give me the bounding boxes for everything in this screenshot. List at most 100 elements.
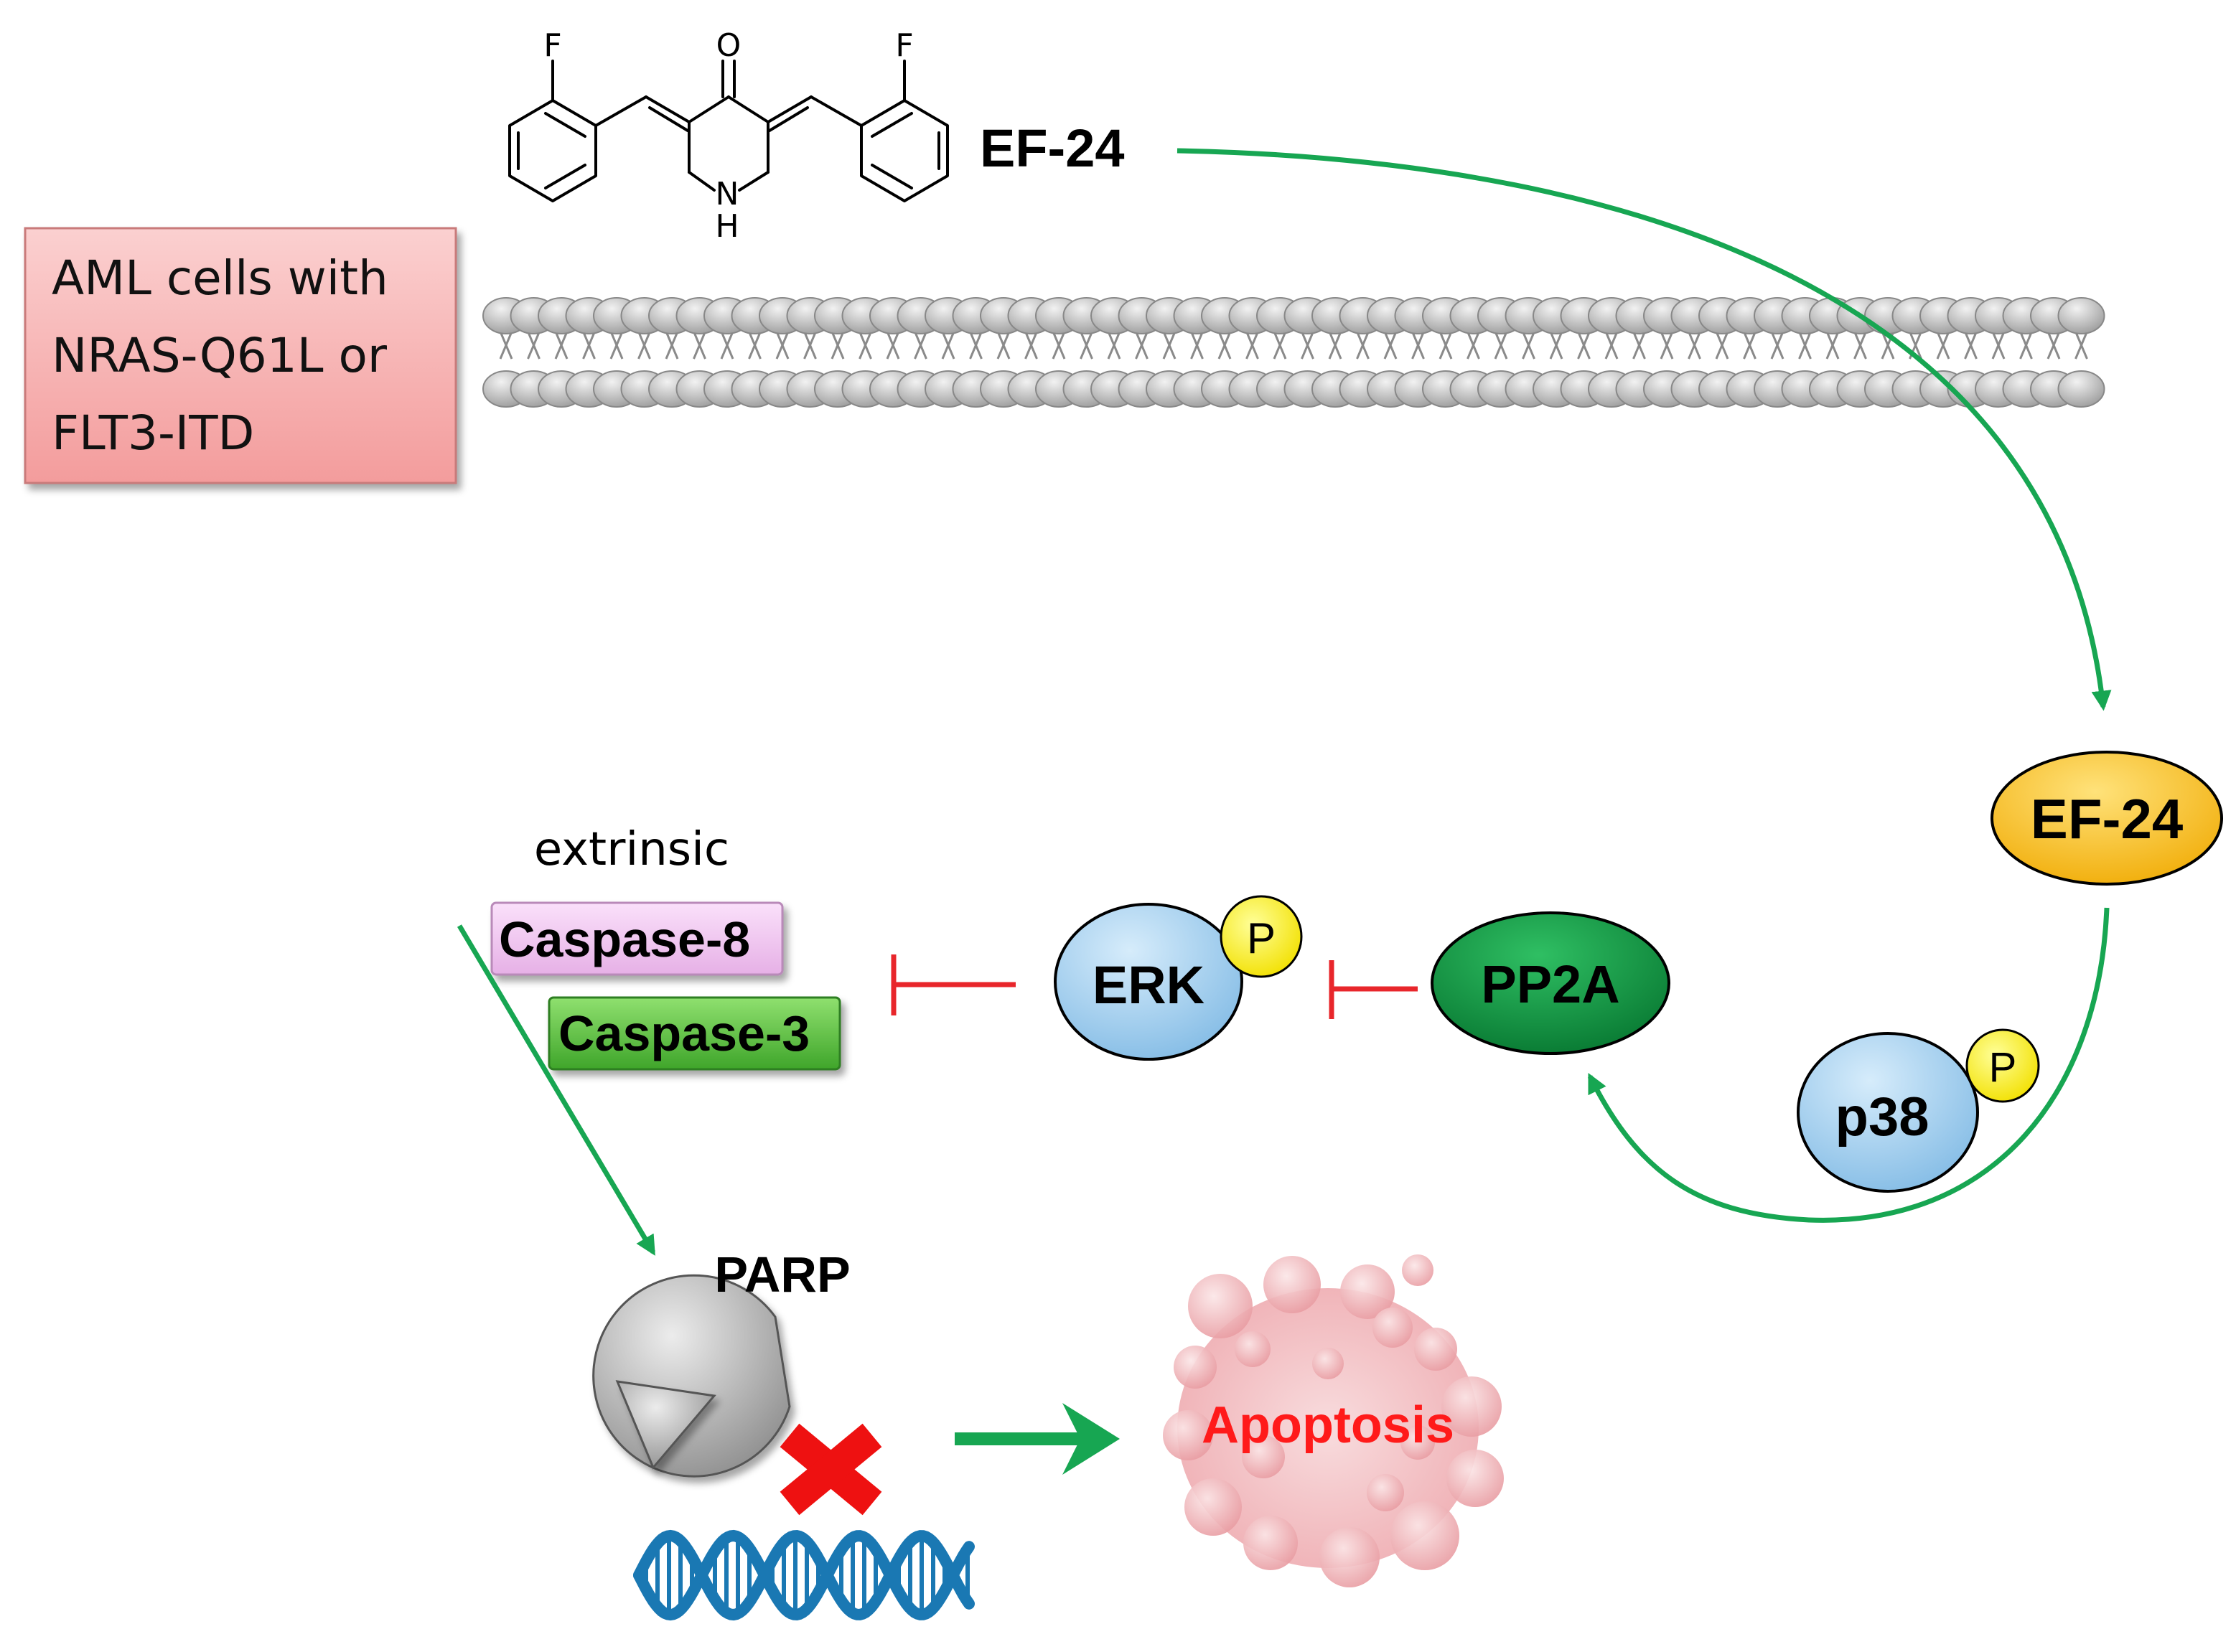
atom-fluorine-left: F [543,27,561,64]
apoptotic-bubble [1367,1474,1404,1511]
apoptotic-bubble [1263,1256,1321,1313]
apoptotic-bubble [1319,1527,1380,1587]
lipid-tail [1604,331,1619,360]
p38-node: p38 P [1797,1028,2040,1193]
lipid-tail [1549,331,1563,360]
lipid-tail [1798,331,1812,360]
lipid-tail [1301,331,1314,360]
lipid-tail [720,331,734,360]
ef24-to-pp2a-arrow [1587,907,2110,1223]
parp-to-apoptosis-arrowhead [1062,1403,1120,1475]
atom-oxygen: O [716,27,742,64]
lipid-tail [1715,331,1729,360]
lipid-tail [1080,331,1093,360]
lipid-tail [693,331,706,360]
p38-phospho-badge [1965,1028,2040,1103]
erk-node-label: ERK [1093,955,1204,1015]
aml-cell-label-box: AML cells with NRAS-Q61L or FLT3-ITD [24,227,457,484]
pp2a-inhibits-erk [1329,960,1418,1019]
caspase-3-label: Caspase-3 [558,1005,810,1061]
lipid-tail [1853,331,1867,360]
lipid-tail [748,331,762,360]
lipid-tail [831,331,845,360]
atom-nitrogen: N [716,176,739,212]
erk-phospho-label: P [1247,914,1276,962]
parp-label: PARP [714,1247,850,1303]
lipid-tail [1328,331,1342,360]
ef24-node-label: EF-24 [2031,787,2183,850]
lipid-tail [1439,331,1453,360]
cell-label-line-3: FLT3-ITD [52,405,254,461]
p38-phospho-label: P [1989,1044,2017,1091]
lipid-tail [1825,331,1840,360]
ef24-node: EF-24 [1991,751,2223,886]
lipid-tail [665,331,679,360]
cell-membrane-bilayer [482,297,2105,408]
apoptotic-bubble [1174,1346,1217,1389]
lipid-tail [2019,331,2033,360]
lipid-tail [1522,331,1535,360]
lipid-tail [1964,331,1978,360]
compound-name-label: EF-24 [980,118,1125,178]
apoptotic-bubble [1414,1328,1457,1371]
dna-strand-2 [633,1529,975,1621]
pp2a-node-label: PP2A [1481,954,1619,1014]
erk-phospho-badge [1220,895,1303,978]
parp-fragment-icon [615,1380,716,1470]
lipid-tail [527,331,541,360]
lipid-tail [1024,331,1038,360]
lipid-tail [1770,331,1784,360]
lipid-tail [1991,331,2006,360]
apoptotic-bubble [1163,1410,1213,1460]
lipid-tail [1245,331,1259,360]
lipid-tail [969,331,983,360]
apoptotic-bubble [1312,1348,1344,1379]
apoptotic-bubble [1184,1478,1242,1536]
erk-node: ERK P [1054,895,1303,1061]
lipid-tail [914,331,927,360]
erk-inhibits-caspases [891,954,1016,1015]
apoptotic-bubble [1340,1264,1395,1319]
atom-hydrogen: H [715,208,739,245]
lipid-tail [2046,331,2061,360]
lipid-tail [1135,331,1149,360]
lipid-tail [1162,331,1177,360]
caspase-8-label: Caspase-8 [499,911,750,967]
caspase-8-box: Caspase-8 [490,901,784,976]
ef24-chemical-structure [508,60,949,202]
apoptotic-bubble [1242,1435,1285,1478]
dna-strand-1 [633,1529,975,1621]
apoptosis-cell-icon [1163,1254,1504,1587]
extrinsic-label: extrinsic [534,823,729,876]
lipid-tail [1577,331,1591,360]
lipid-tail [886,331,900,360]
lipid-tail [941,331,955,360]
ef24-entry-arrow [1177,148,2112,711]
lipid-tail [1052,331,1066,360]
apoptotic-bubble [1390,1501,1459,1570]
lipid-tail [775,331,790,360]
cell-label-line-2: NRAS-Q61L or [52,328,388,383]
apoptosis-label: Apoptosis [1202,1397,1454,1454]
lipid-tail [1383,331,1398,360]
lipid-tail [1743,331,1756,360]
apoptotic-bubble [1235,1331,1271,1367]
lipid-tail [1190,331,1204,360]
lipid-tail [582,331,596,360]
lipid-tail [1467,331,1480,360]
lipid-tail [499,331,513,360]
lipid-tail [1411,331,1425,360]
apoptotic-bubble [1400,1425,1435,1460]
lipid-tail [1494,331,1508,360]
lipid-tail [1107,331,1121,360]
apoptotic-bubble [1243,1516,1298,1570]
apoptotic-bubble [1446,1450,1504,1507]
apoptotic-bubble [1372,1308,1413,1348]
x-mark-icon [780,1423,882,1516]
lipid-tail [996,331,1011,360]
lipid-tail [1273,331,1287,360]
lipid-tail [2074,331,2088,360]
caspase-3-box: Caspase-3 [548,996,841,1071]
p38-node-label: p38 [1835,1087,1929,1148]
